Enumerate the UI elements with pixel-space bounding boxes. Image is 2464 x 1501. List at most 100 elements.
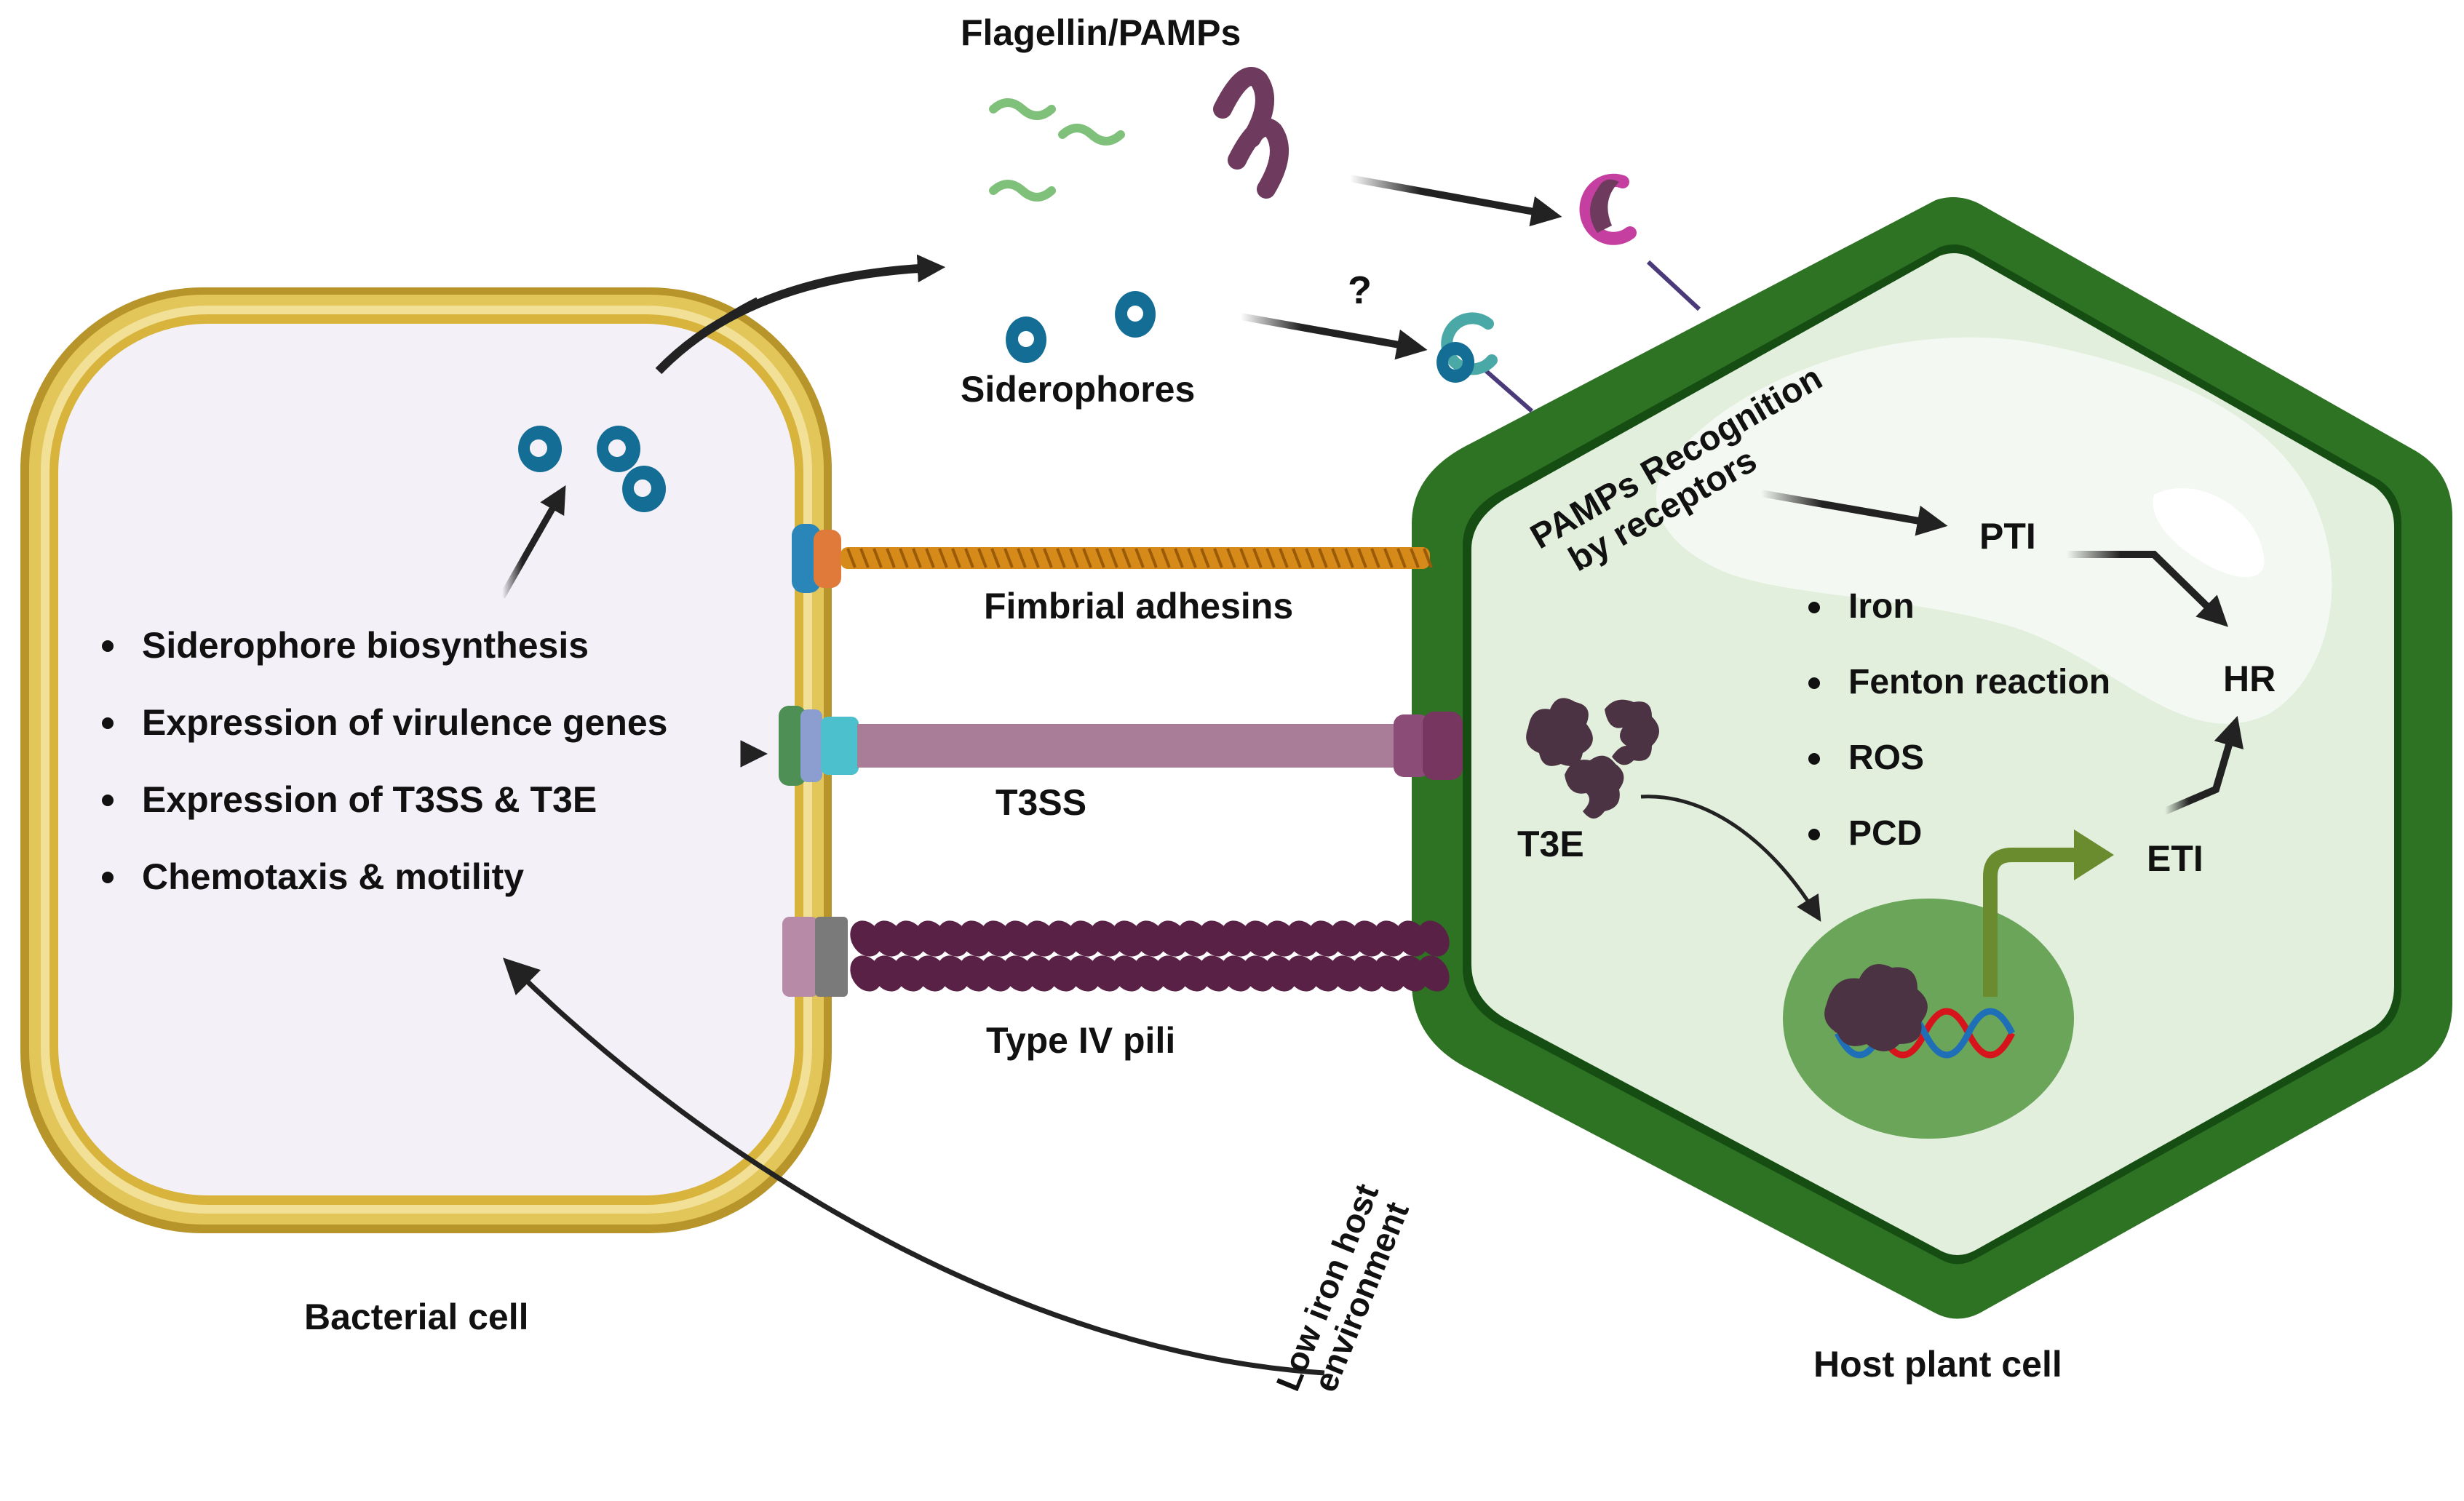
recognition-to-pti-arrow [1760, 490, 1948, 536]
fimbria-twist [1226, 548, 1236, 568]
bacterial-process-item: Expression of T3SS & T3E [102, 781, 668, 818]
secretion-arrow [655, 254, 946, 375]
fimbria-twist [886, 548, 896, 568]
fimbria-twist [1200, 548, 1210, 568]
host-response-list: Iron Fenton reaction ROS PCD [1808, 589, 2110, 851]
fimbrial-adhesin [792, 524, 1433, 593]
fimbria-twist [1030, 548, 1040, 568]
nucleus [1783, 899, 2074, 1139]
siderophore-to-receptor-arrow [1240, 313, 1428, 360]
pamp-receptor [1579, 173, 1701, 311]
fimbria-twist [1396, 548, 1407, 568]
vacuole-highlight [2153, 488, 2265, 578]
fimbria-twist [1331, 548, 1341, 568]
fimbria-twist [912, 548, 922, 568]
fimbria-twist [1410, 548, 1420, 568]
bacterial-cell-label: Bacterial cell [304, 1297, 529, 1337]
fimbria-twist [1239, 548, 1249, 568]
type-iv-pili-label: Type IV pili [986, 1020, 1176, 1061]
t3e-effectors [1526, 698, 1659, 819]
effector-icon [1526, 698, 1593, 766]
fimbria-twist [925, 548, 935, 568]
t3e-label: T3E [1517, 824, 1584, 864]
fimbria-twist [1069, 548, 1079, 568]
bacterial-process-item: Expression of virulence genes [102, 704, 668, 741]
pamp-to-receptor-arrow [1349, 175, 1562, 227]
pamp-purple-icon [1213, 67, 1274, 148]
pilin-subunit [1418, 920, 1450, 957]
fimbria-twist [1265, 548, 1276, 568]
siderophore-group-external [1006, 291, 1156, 363]
low-iron-arrow [503, 957, 1325, 1376]
fimbria-twist [951, 548, 961, 568]
fimbria-twist [1344, 548, 1354, 568]
fimbria-twist [1252, 548, 1263, 568]
siderophore-icon [1006, 316, 1047, 363]
fimbria-twist [1161, 548, 1171, 568]
flagellin-fragments [989, 98, 1125, 202]
t3ss-label: T3SS [995, 782, 1087, 823]
fimbria-twist [1134, 548, 1145, 568]
fimbrial-adhesins-label: Fimbrial adhesins [984, 586, 1294, 626]
fimbria-twist [1370, 548, 1380, 568]
siderophore-receptor [1436, 312, 1533, 413]
fimbria-twist [1121, 548, 1132, 568]
t3e-to-nucleus-arrow [1640, 795, 1821, 922]
fimbria-twist [1004, 548, 1014, 568]
eti-arrow [1983, 848, 2081, 997]
host-response-item: Fenton reaction [1808, 665, 2110, 700]
fimbria-twist [1056, 548, 1066, 568]
effector-icon [1605, 699, 1659, 765]
fimbria-twist [1279, 548, 1289, 568]
hr-label: HR [2223, 658, 2276, 699]
t3ss-needle [779, 706, 1463, 786]
unknown-mechanism-label: ? [1348, 268, 1372, 312]
fimbria-twist [1292, 548, 1302, 568]
fimbria-twist [964, 548, 974, 568]
fimbria-twist [1174, 548, 1184, 568]
fimbria-twist [1095, 548, 1105, 568]
effector-icon [1565, 755, 1624, 819]
pti-label: PTI [1979, 516, 2036, 557]
flagellin-green-icon [989, 98, 1056, 120]
bacterial-process-item: Siderophore biosynthesis [102, 627, 668, 664]
bacterial-process-item: Chemotaxis & motility [102, 859, 668, 895]
pilin-subunit [1418, 955, 1450, 992]
fimbria-twist [1108, 548, 1118, 568]
pamp-fragments [1213, 67, 1289, 199]
fimbria-twist [977, 548, 987, 568]
fimbria-twist [938, 548, 948, 568]
siderophores-label: Siderophores [961, 369, 1196, 410]
fimbria-twist [873, 548, 883, 568]
host-response-item: ROS [1808, 741, 2110, 776]
host-plant-cell [1412, 197, 2452, 1319]
vacuole [1656, 337, 2332, 724]
flagellin-pamps-label: Flagellin/PAMPs [961, 12, 1241, 53]
eti-label: ETI [2147, 838, 2203, 879]
fimbria-twist [899, 548, 909, 568]
fimbria-twist [1423, 548, 1433, 568]
fimbria-twist [1148, 548, 1158, 568]
eti-to-hr-arrow [2163, 715, 2244, 815]
host-response-item: Iron [1808, 589, 2110, 624]
siderophore-icon [518, 426, 563, 472]
pamp-purple-icon [1228, 118, 1289, 199]
flagellin-green-icon [1058, 124, 1125, 146]
fimbria-twist [1043, 548, 1053, 568]
siderophore-icon [1115, 291, 1156, 338]
fimbria-twist [1213, 548, 1223, 568]
biosynthesis-arrow [499, 485, 566, 599]
siderophore-icon [622, 466, 667, 512]
host-plant-cell-label: Host plant cell [1813, 1344, 2062, 1385]
type-iv-pilus [782, 917, 1450, 997]
fimbria-twist [1017, 548, 1027, 568]
siderophore-icon [597, 426, 641, 472]
host-response-item: PCD [1808, 816, 2110, 851]
fimbria-twist [1318, 548, 1328, 568]
bacterial-cell [20, 287, 832, 1233]
fimbria-twist [990, 548, 1001, 568]
bacterial-cytoplasm [58, 324, 795, 1195]
fimbria-twist [846, 548, 857, 568]
bacterial-process-list: Siderophore biosynthesis Expression of v… [102, 627, 668, 895]
